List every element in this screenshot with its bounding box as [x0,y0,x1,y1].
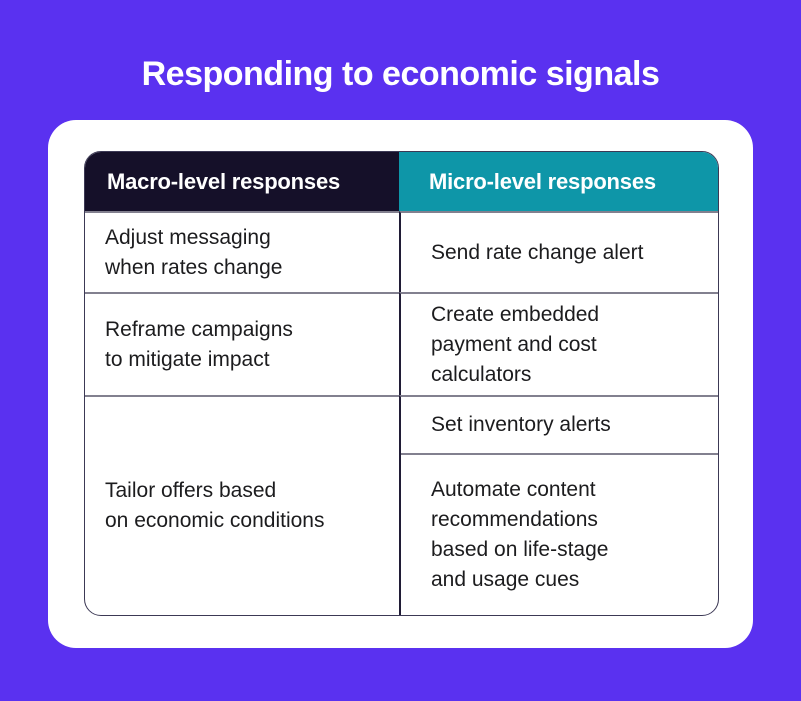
cell-macro-row2-text: Reframe campaigns to mitigate impact [105,317,293,371]
cell-macro-row1-text: Adjust messaging when rates change [105,225,283,279]
cell-micro-row1-text: Send rate change alert [431,240,644,264]
cell-micro-row3-top-text: Set inventory alerts [431,413,611,436]
header-label-macro: Macro-level responses [107,168,341,194]
cell-micro-row3-bottom: Automate content recommendations based o… [401,453,718,615]
content-card: Macro-level responses Micro-level respon… [48,120,753,648]
page-title: Responding to economic signals [141,55,660,93]
cell-micro-row3-top: Set inventory alerts [401,397,718,453]
cell-micro-row1: Send rate change alert [399,211,718,292]
cell-micro-row2: Create embedded payment and cost calcula… [399,292,718,395]
header-label-micro: Micro-level responses [429,168,656,194]
cell-macro-row3: Tailor offers based on economic conditio… [85,395,399,615]
header-cell-micro: Micro-level responses [399,152,718,211]
cell-micro-row3-bottom-text: Automate content recommendations based o… [431,478,609,591]
cell-macro-row3-text: Tailor offers based on economic conditio… [105,479,325,532]
cell-micro-row3-group: Set inventory alerts Automate content re… [399,395,718,615]
header-cell-macro: Macro-level responses [85,152,399,211]
cell-macro-row1: Adjust messaging when rates change [85,211,399,292]
cell-macro-row2: Reframe campaigns to mitigate impact [85,292,399,395]
responses-table: Macro-level responses Micro-level respon… [84,151,719,616]
cell-micro-row2-text: Create embedded payment and cost calcula… [431,302,600,386]
